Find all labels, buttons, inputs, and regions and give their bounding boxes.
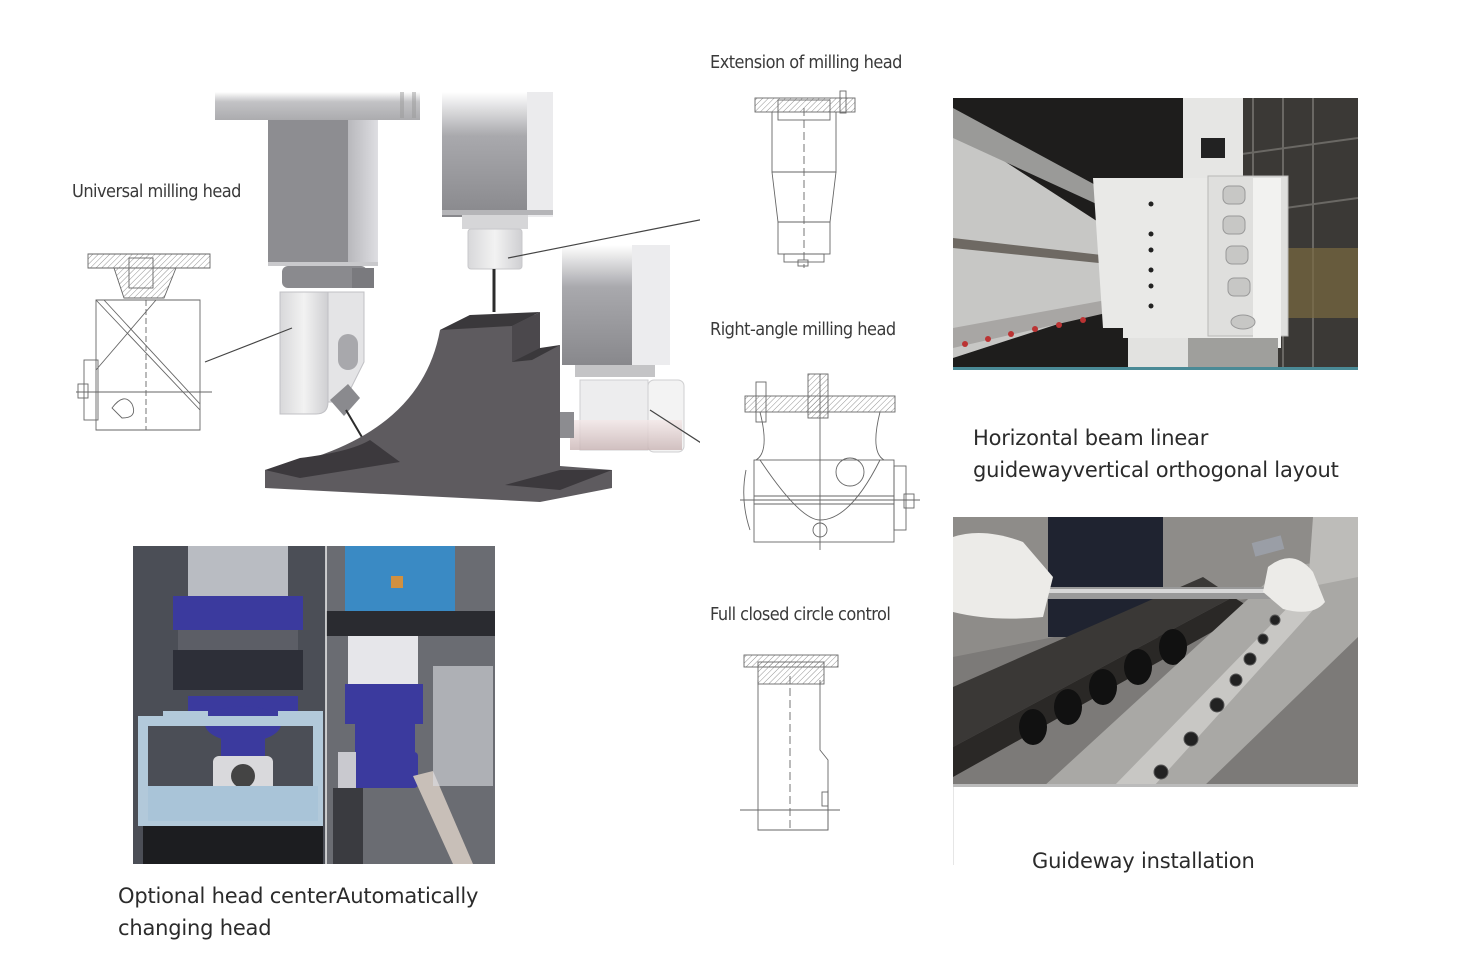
head-changing-caption: Optional head centerAutomatically changi…	[118, 880, 478, 944]
workpiece-casting	[265, 312, 612, 502]
divider	[953, 787, 954, 865]
guideway-installation-caption: Guideway installation	[1032, 845, 1255, 877]
right-angle-column	[528, 245, 685, 453]
full-closed-control-drawing	[740, 654, 840, 831]
full-closed-circle-control-label: Full closed circle control	[710, 604, 891, 625]
universal-milling-head-label: Universal milling head	[72, 181, 241, 202]
left-carriage	[215, 92, 420, 120]
extension-milling-head-label: Extension of milling head	[710, 52, 902, 73]
caption-line: changing head	[118, 916, 272, 940]
milling-heads-illustration	[204, 92, 700, 502]
horizontal-beam-photo	[953, 98, 1358, 370]
caption-line: Guideway installation	[1032, 849, 1255, 873]
caption-line: guidewayvertical orthogonal layout	[973, 458, 1339, 482]
extension-head-drawing	[754, 90, 856, 268]
right-angle-head-drawing	[740, 373, 920, 550]
leader-universal	[204, 327, 293, 363]
universal-column	[268, 120, 378, 445]
extension-column	[442, 92, 553, 312]
guideway-installation-photo	[953, 517, 1358, 787]
head-changing-photo	[133, 546, 495, 864]
caption-line: Optional head centerAutomatically	[118, 884, 479, 908]
leader-extension	[507, 219, 700, 259]
caption-line: Horizontal beam linear	[973, 426, 1209, 450]
horizontal-beam-caption: Horizontal beam linear guidewayvertical …	[973, 422, 1339, 486]
leader-right-angle	[649, 409, 700, 443]
right-angle-milling-head-label: Right-angle milling head	[710, 319, 896, 340]
universal-head-drawing	[76, 253, 212, 431]
